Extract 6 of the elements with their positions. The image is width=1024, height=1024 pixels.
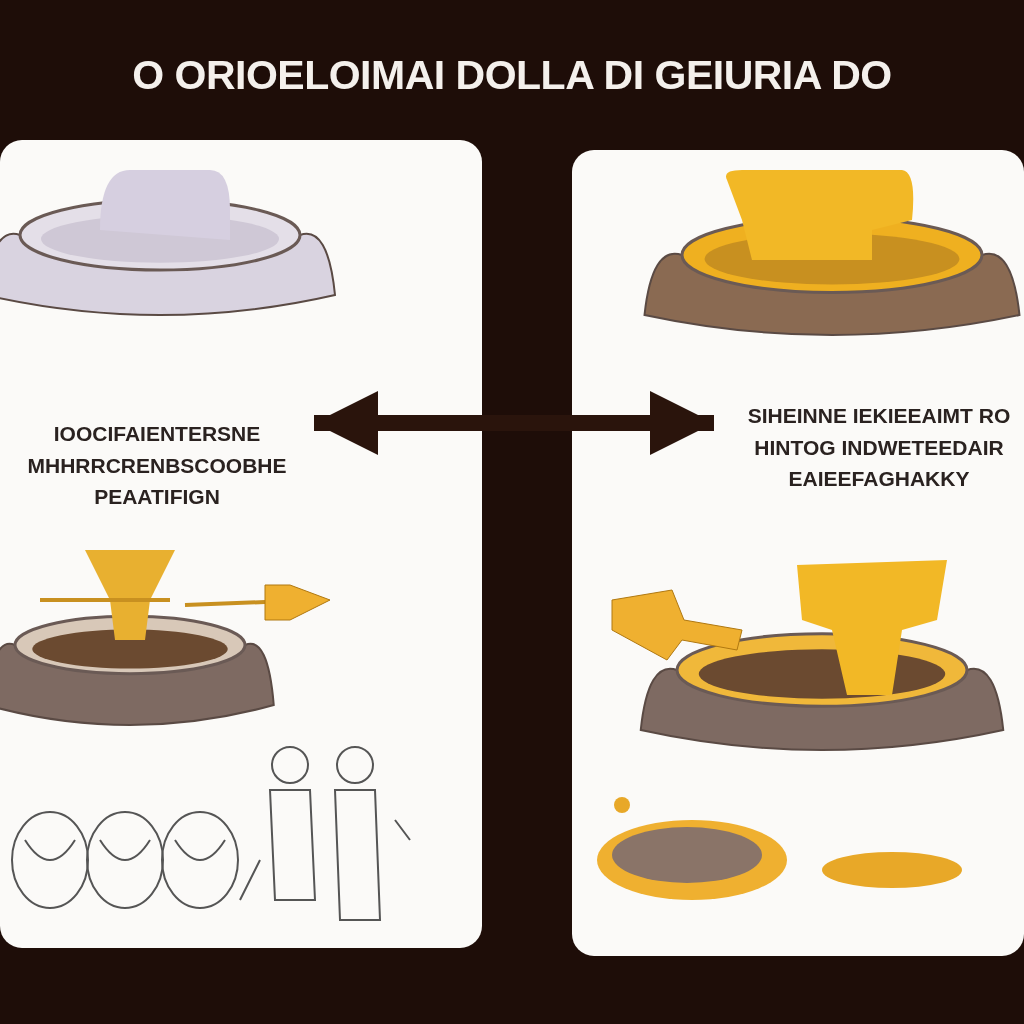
double-arrow (314, 391, 714, 455)
diagram-title: O ORIOELOIMAI DOLLA DI GEIURIA DO (131, 52, 893, 99)
caption-text: SIHEINNE IEKIEEAIMT RO HINTOG INDWETEEDAIR EAIEEFAGHAKKY (738, 400, 1020, 495)
caption-text: IOOCIFAIENTERSNE MHHRRCRENBSCOOBHE PEAATIFIGN (12, 418, 302, 513)
panel (0, 140, 482, 948)
panel (572, 150, 1024, 956)
